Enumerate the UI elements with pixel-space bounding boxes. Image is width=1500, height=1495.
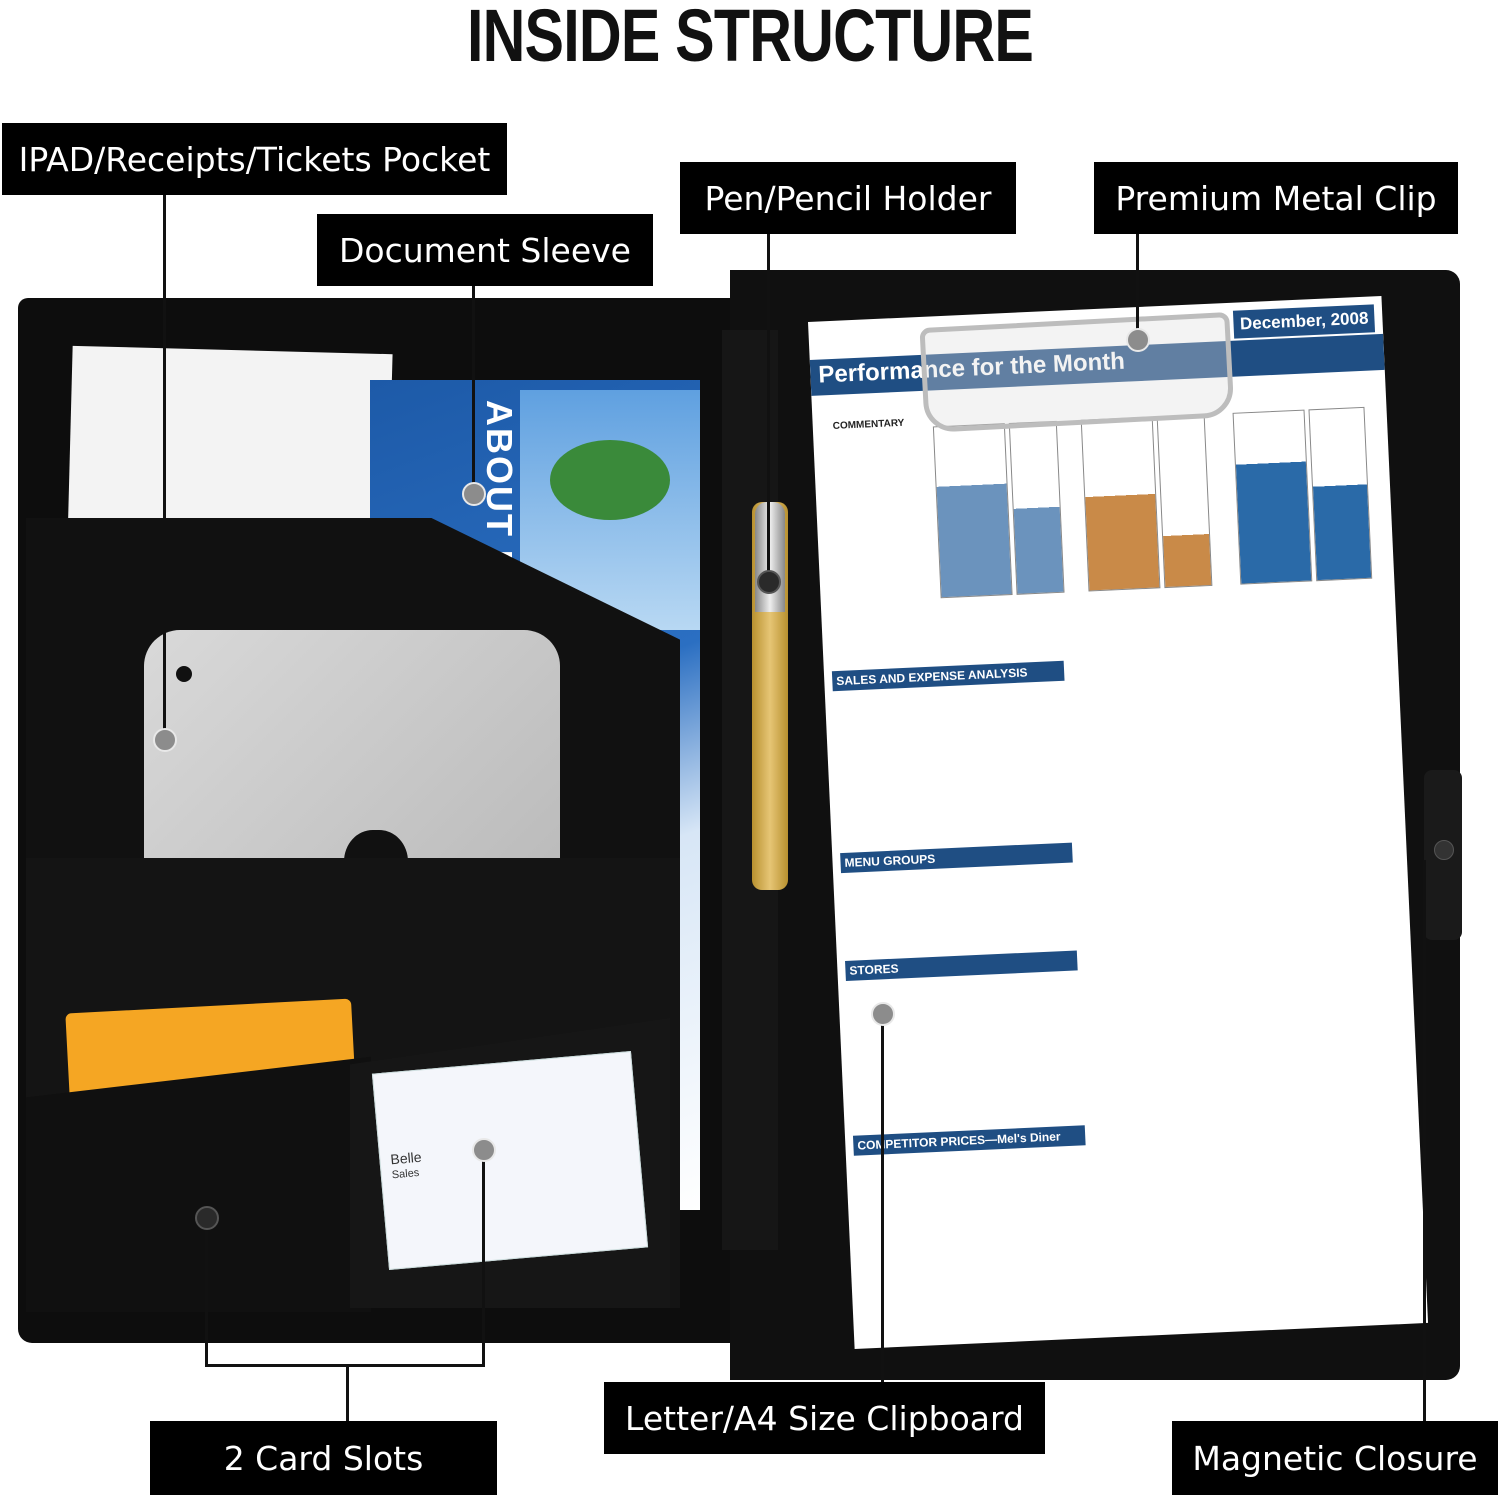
section-menu-groups: MENU GROUPS: [840, 842, 1073, 874]
leader-clipboard: [881, 1012, 884, 1384]
magnetic-tab: [1424, 770, 1462, 940]
leader-magnet: [1423, 860, 1426, 1422]
pen: [752, 502, 788, 890]
marker-dot-card-b: [472, 1138, 496, 1162]
business-card-name: Belle: [389, 1148, 423, 1168]
marker-dot-sleeve: [462, 482, 486, 506]
callout-magnetic-closure: Magnetic Closure: [1172, 1421, 1498, 1495]
callout-clipboard: Letter/A4 Size Clipboard: [604, 1382, 1045, 1454]
clipboard-report: Performance for the Month December, 2008…: [808, 295, 1429, 1349]
callout-card-slots: 2 Card Slots: [150, 1421, 497, 1495]
callout-ipad-pocket: IPAD/Receipts/Tickets Pocket: [2, 123, 507, 195]
marker-dot-pen: [757, 570, 781, 594]
magnet-snap-icon: [1434, 840, 1454, 860]
marker-dot-clipboard: [871, 1002, 895, 1026]
commentary-label: COMMENTARY: [832, 417, 905, 432]
metal-clip: [919, 311, 1235, 434]
leader-sleeve: [472, 285, 475, 492]
new-customers-chart: [1080, 416, 1161, 592]
card-slot-left: [26, 1056, 371, 1312]
leader-cardslot-a: [205, 1216, 208, 1366]
page-title: INSIDE STRUCTURE: [466, 0, 1034, 77]
brochure-tree: [550, 440, 670, 520]
section-stores: STORES: [845, 950, 1078, 981]
marker-dot-ipad: [153, 728, 177, 752]
callout-pen-holder: Pen/Pencil Holder: [680, 162, 1016, 234]
business-card-title: Sales: [391, 1166, 420, 1182]
report-date: December, 2008: [1233, 304, 1376, 339]
new-customers-bars: [1156, 414, 1213, 589]
section-sales-expense: SALES AND EXPENSE ANALYSIS: [831, 660, 1065, 692]
pen-tip: [755, 502, 785, 612]
leader-cardslot-stem: [346, 1364, 349, 1422]
leader-cardslot-b: [482, 1148, 485, 1366]
leader-cardslot-bridge: [205, 1364, 485, 1367]
leader-ipad: [163, 195, 166, 740]
marker-dot-clip: [1126, 328, 1150, 352]
section-competitor-prices: COMPETITOR PRICES—Mel's Diner: [852, 1125, 1086, 1156]
leader-clip: [1136, 234, 1139, 338]
customers-bars: [1308, 406, 1373, 582]
leader-pen: [767, 234, 770, 580]
callout-metal-clip: Premium Metal Clip: [1094, 162, 1458, 234]
camera-icon: [176, 666, 192, 682]
sales-bars: [1008, 420, 1065, 595]
business-card: Belle Sales: [371, 1051, 649, 1270]
customers-chart: [1232, 409, 1313, 585]
sales-chart: [932, 423, 1013, 599]
callout-document-sleeve: Document Sleeve: [317, 214, 653, 286]
marker-dot-card-a: [195, 1206, 219, 1230]
